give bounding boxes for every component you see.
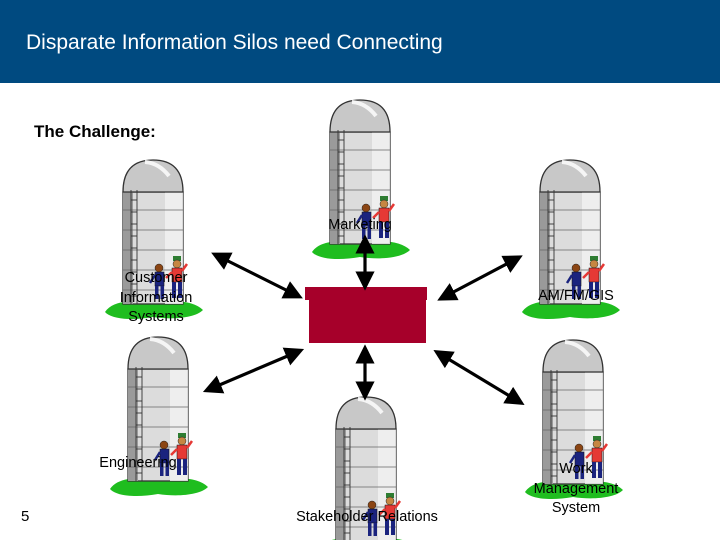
double-arrow-icon	[433, 350, 525, 405]
customer-info-label: Customer Information Systems	[119, 270, 193, 325]
work-management-label: Work Management System	[533, 461, 619, 516]
challenge-heading: The Challenge:	[34, 122, 156, 141]
slide-title: Disparate Information Silos need Connect…	[26, 31, 443, 54]
engineering-label: Engineering	[99, 455, 177, 471]
marketing-label: Marketing	[328, 217, 392, 233]
double-arrow-icon	[211, 252, 303, 299]
title-bar: Disparate Information Silos need Connect…	[0, 0, 720, 83]
double-arrow-icon	[202, 347, 305, 394]
stakeholder-label: Stakeholder Relations	[296, 509, 438, 525]
central-hub-cap	[305, 287, 427, 300]
double-arrow-icon	[437, 255, 523, 301]
amfm-gis-label: AM/FM/GIS	[538, 288, 614, 304]
page-number: 5	[21, 508, 30, 525]
